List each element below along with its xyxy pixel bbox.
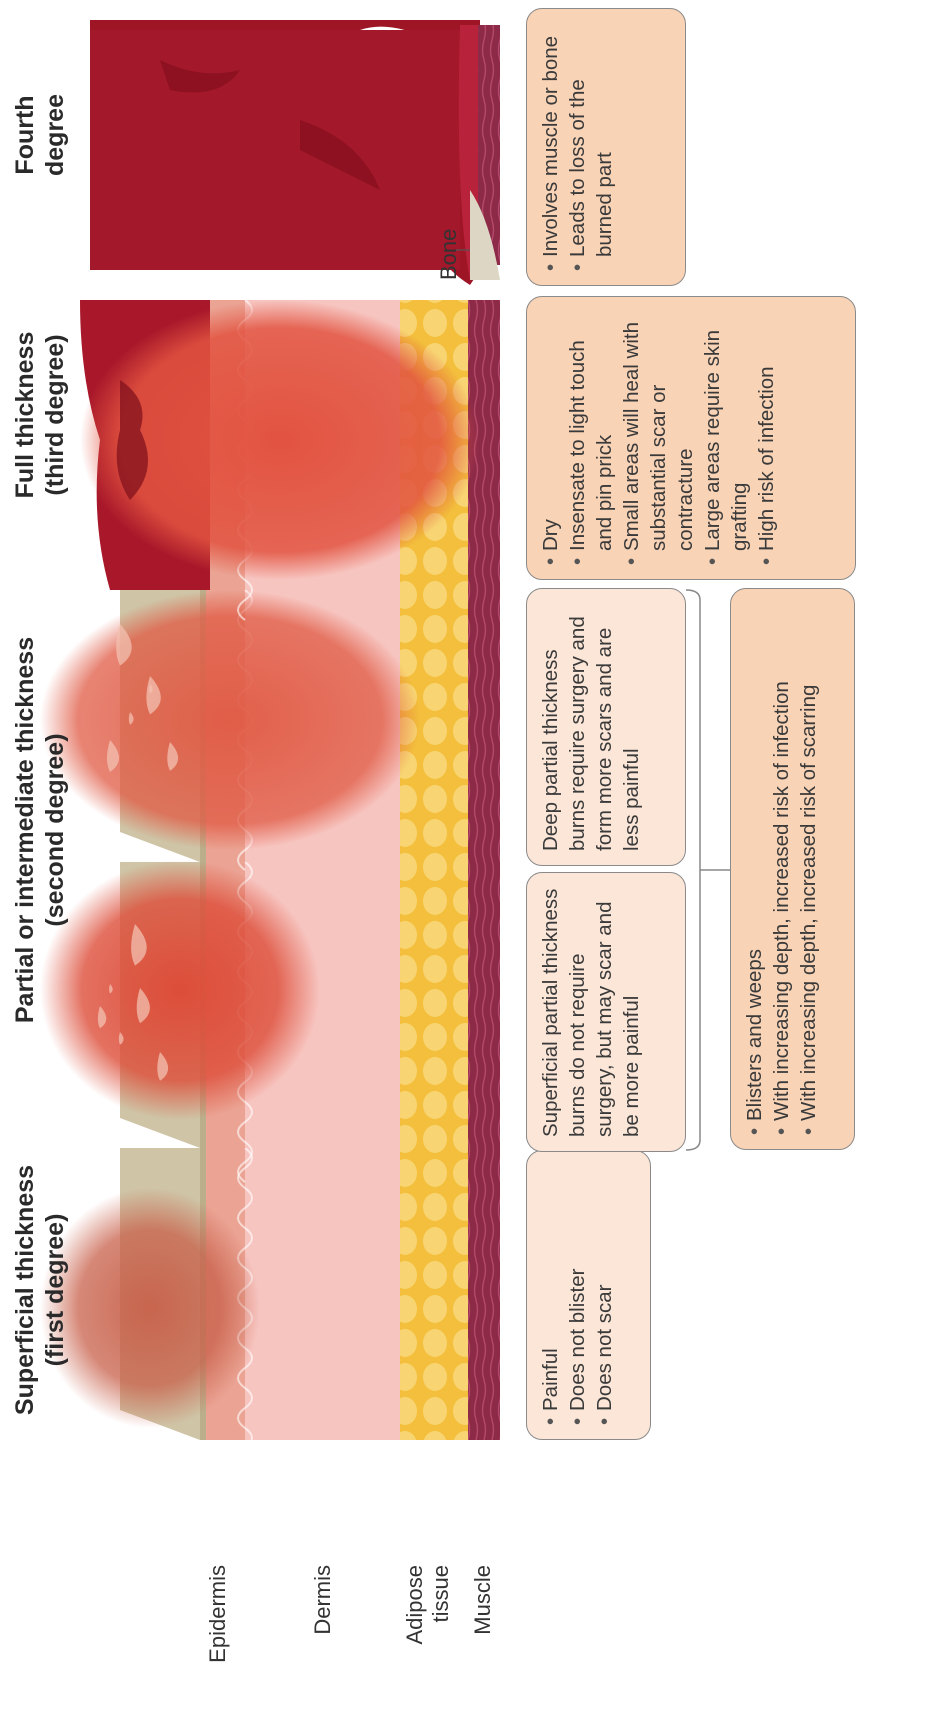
label-adipose-line1: Adipose <box>402 1565 428 1715</box>
box-first-degree-list: Painful Does not blister Does not scar <box>537 1165 618 1425</box>
title-first-degree-line1: Superficial thickness <box>10 1140 40 1440</box>
label-adipose-line2: tissue <box>428 1565 454 1715</box>
list-item: Small areas will heal with substantial s… <box>618 311 699 565</box>
list-item: Leads to loss of the burned part <box>564 23 618 271</box>
list-item: Blisters and weeps <box>741 603 768 1135</box>
box-deep-partial: Deep partial thickness burns require sur… <box>526 588 686 866</box>
label-bone: Bone <box>436 190 462 280</box>
box-superficial-partial: Superficial partial thickness burns do n… <box>526 872 686 1152</box>
list-item: High risk of infection <box>753 311 780 565</box>
full-thickness-section <box>80 300 500 620</box>
list-item: Does not scar <box>591 1165 618 1425</box>
list-item: Dry <box>537 311 564 565</box>
first-degree-burn-area <box>40 1188 260 1428</box>
label-epidermis: Epidermis <box>205 1565 231 1715</box>
title-second-degree: Partial or intermediate thickness (secon… <box>10 610 70 1050</box>
deep-partial-section <box>40 590 500 870</box>
list-item: With increasing depth, increased risk of… <box>795 603 822 1135</box>
title-third-degree-line1: Full thickness <box>10 300 40 530</box>
list-item: Involves muscle or bone <box>537 23 564 271</box>
box-second-degree-common-list: Blisters and weeps With increasing depth… <box>741 603 822 1135</box>
list-item: Does not blister <box>564 1165 591 1425</box>
label-muscle: Muscle <box>470 1565 496 1715</box>
title-third-degree-line2: (third degree) <box>40 300 70 530</box>
list-item: Painful <box>537 1165 564 1425</box>
title-first-degree: Superficial thickness (first degree) <box>10 1140 70 1440</box>
box-third-degree: Dry Insensate to light touch and pin pri… <box>526 296 856 580</box>
box-fourth-degree: Involves muscle or bone Leads to loss of… <box>526 8 686 286</box>
second-degree-bracket <box>686 590 730 1150</box>
title-fourth-degree-line1: Fourth <box>10 70 40 200</box>
title-first-degree-line2: (first degree) <box>40 1140 70 1440</box>
title-second-degree-line2: (second degree) <box>40 610 70 1050</box>
deep-partial-burn-area <box>40 590 420 850</box>
box-superficial-partial-text: Superficial partial thickness burns do n… <box>537 887 645 1137</box>
list-item: Insensate to light touch and pin prick <box>564 311 618 565</box>
superficial-partial-section <box>40 860 500 1182</box>
title-fourth-degree: Fourth degree <box>10 70 70 200</box>
label-dermis: Dermis <box>310 1565 336 1715</box>
superficial-partial-burn-area <box>40 860 320 1120</box>
box-fourth-degree-list: Involves muscle or bone Leads to loss of… <box>537 23 618 271</box>
title-fourth-degree-line2: degree <box>40 70 70 200</box>
first-degree-section <box>40 1148 500 1468</box>
list-item: Large areas require skin grafting <box>699 311 753 565</box>
box-deep-partial-text: Deep partial thickness burns require sur… <box>537 603 645 851</box>
box-second-degree-common: Blisters and weeps With increasing depth… <box>730 588 855 1150</box>
list-item: With increasing depth, increased risk of… <box>768 603 795 1135</box>
title-third-degree: Full thickness (third degree) <box>10 300 70 530</box>
box-third-degree-list: Dry Insensate to light touch and pin pri… <box>537 311 780 565</box>
title-second-degree-line1: Partial or intermediate thickness <box>10 610 40 1050</box>
label-adipose: Adipose tissue <box>402 1565 454 1715</box>
box-first-degree: Painful Does not blister Does not scar <box>526 1150 651 1440</box>
